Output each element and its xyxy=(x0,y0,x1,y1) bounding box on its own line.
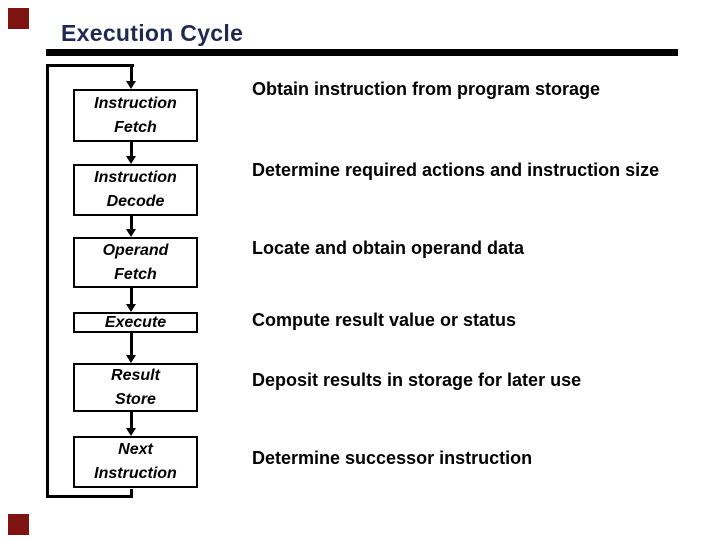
flow-box-label: Execute xyxy=(104,313,167,331)
flow-box-operand-fetch: Operand Fetch xyxy=(73,237,198,288)
down-arrow-icon xyxy=(126,229,136,237)
step-description-4: Compute result value or status xyxy=(252,310,517,330)
loop-entry-line xyxy=(130,64,133,82)
flow-box-label: Instruction Fetch xyxy=(94,94,177,136)
down-arrow-icon xyxy=(126,81,136,89)
flow-box-label: Operand Fetch xyxy=(102,241,169,283)
down-arrow-icon xyxy=(126,355,136,363)
connector-line-4 xyxy=(130,333,133,355)
corner-square-top-left-icon xyxy=(8,8,29,29)
flow-box-instruction-decode: Instruction Decode xyxy=(73,164,198,216)
connector-line-3 xyxy=(130,288,133,304)
down-arrow-icon xyxy=(126,304,136,312)
step-description-5: Deposit results in storage for later use xyxy=(252,370,582,390)
step-description-6: Determine successor instruction xyxy=(252,448,533,468)
page-title: Execution Cycle xyxy=(61,20,244,46)
loop-left-line xyxy=(46,64,49,498)
step-description-2: Determine required actions and instructi… xyxy=(252,160,660,180)
connector-line-5 xyxy=(130,412,133,429)
flow-box-label: Result Store xyxy=(111,366,160,408)
connector-line-1 xyxy=(130,142,133,156)
flow-box-label: Instruction Decode xyxy=(94,169,177,210)
step-description-3: Locate and obtain operand data xyxy=(252,238,525,258)
title-underline-rule xyxy=(46,49,678,56)
flow-box-result-store: Result Store xyxy=(73,363,198,412)
corner-square-bottom-left-icon xyxy=(8,514,29,535)
loop-exit-line xyxy=(130,489,133,498)
flow-box-execute: Execute xyxy=(73,312,198,333)
loop-top-line xyxy=(46,64,134,67)
loop-bottom-line xyxy=(46,495,133,498)
flow-box-instruction-fetch: Instruction Fetch xyxy=(73,89,198,142)
down-arrow-icon xyxy=(126,156,136,164)
flow-box-next-instruction: Next Instruction xyxy=(73,436,198,488)
flow-box-label: Next Instruction xyxy=(94,441,177,482)
down-arrow-icon xyxy=(126,428,136,436)
connector-line-2 xyxy=(130,216,133,230)
step-description-1: Obtain instruction from program storage xyxy=(252,79,601,99)
